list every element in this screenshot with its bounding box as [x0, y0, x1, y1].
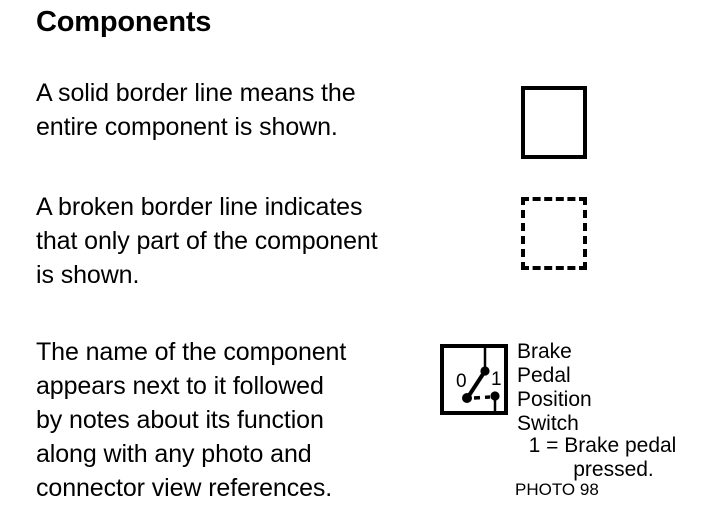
paragraph-component-naming-line-3: by notes about its function — [36, 406, 324, 434]
component-function-note-line-2: pressed. — [573, 458, 654, 481]
component-name-line-4: Switch — [517, 412, 579, 435]
paragraph-broken-border-line-1: A broken border line indicates — [36, 193, 363, 221]
component-name-line-1: Brake — [517, 340, 572, 363]
switch-position-1-label: 1 — [491, 369, 502, 390]
brake-pedal-switch-symbol: 0 1 — [440, 344, 508, 415]
component-function-note-line-1: 1 = Brake pedal — [528, 434, 677, 457]
component-function-note: 1 = Brake pedal pressed. — [505, 434, 700, 482]
paragraph-component-naming-line-5: connector view references. — [36, 474, 333, 502]
paragraph-broken-border: A broken border line indicates that only… — [36, 190, 506, 292]
solid-border-example-box — [521, 86, 587, 159]
page-title: Components — [36, 6, 212, 38]
component-name-callout: Brake Pedal Position Switch — [517, 340, 592, 436]
switch-schematic-icon — [462, 348, 500, 411]
component-name-line-3: Position — [517, 388, 592, 411]
photo-reference: PHOTO 98 — [515, 480, 599, 499]
paragraph-broken-border-line-2: that only part of the component — [36, 227, 378, 255]
paragraph-component-naming-line-2: appears next to it followed — [36, 372, 324, 400]
paragraph-component-naming-line-4: along with any photo and — [36, 440, 312, 468]
paragraph-component-naming-line-1: The name of the component — [36, 338, 347, 366]
switch-position-0-label: 0 — [456, 371, 467, 392]
paragraph-component-naming: The name of the component appears next t… — [36, 335, 456, 505]
paragraph-solid-border: A solid border line means the entire com… — [36, 76, 506, 144]
paragraph-solid-border-line-2: entire component is shown. — [36, 113, 338, 141]
broken-border-example-box — [521, 197, 587, 270]
component-name-line-2: Pedal — [517, 364, 571, 387]
paragraph-solid-border-line-1: A solid border line means the — [36, 79, 356, 107]
paragraph-broken-border-line-3: is shown. — [36, 261, 140, 289]
